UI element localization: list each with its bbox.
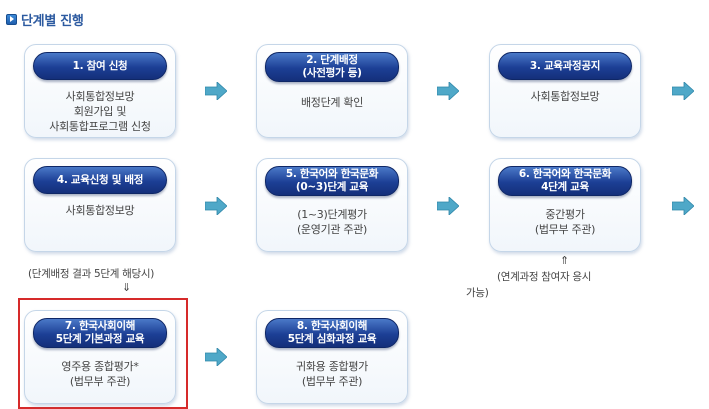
step-title-3: 3. 교육과정공지 [498, 52, 632, 80]
step-desc-line: (법무부 주관) [69, 375, 131, 388]
step-desc-line: 사회통합정보망 [530, 90, 600, 103]
step-title-line: (사전평가 등) [302, 67, 362, 79]
step-title-8: 8. 한국사회이해 5단계 심화과정 교육 [265, 318, 399, 348]
arrow-right-icon [672, 82, 694, 100]
step-desc-line: 영주용 종합평가* [61, 360, 139, 373]
step-desc-3: 사회통합정보망 [494, 89, 636, 104]
arrow-right-icon [437, 197, 459, 215]
step-title-line: (0~3)단계 교육 [295, 181, 369, 193]
step-card-2: 2. 단계배정 (사전평가 등) 배정단계 확인 [256, 44, 408, 138]
highlight-box [18, 298, 188, 409]
step-desc-line: (운영기관 주관) [296, 223, 368, 236]
arrow-right-icon [205, 82, 227, 100]
step-card-1: 1. 참여 신청 사회통합정보망 회원가입 및 사회통합프로그램 신청 [24, 44, 176, 138]
step-desc-4: 사회통합정보망 [29, 203, 171, 218]
section-title: 단계별 진행 [21, 13, 84, 29]
step-title-line: 4. 교육신청 및 배정 [56, 173, 144, 186]
right-note-line1: (연계과정 참여자 응시 [497, 271, 592, 283]
step-desc-line: 사회통합정보망 [65, 204, 135, 217]
step-card-5: 5. 한국어와 한국문화 (0~3)단계 교육 (1~3)단계평가 (운영기관 … [256, 158, 408, 252]
step-desc-line: (법무부 주관) [301, 375, 363, 388]
step-desc-8: 귀화용 종합평가 (법무부 주관) [261, 359, 403, 389]
arrow-right-icon [205, 348, 227, 366]
step-desc-6: 중간평가 (법무부 주관) [494, 207, 636, 237]
step-title-line: 6. 한국어와 한국문화 [518, 168, 612, 180]
step-card-7: 7. 한국사회이해 5단계 기본과정 교육 영주용 종합평가* (법무부 주관) [24, 310, 176, 404]
left-note: (단계배정 결과 5단계 해당시) [28, 268, 155, 280]
step-desc-line: 귀화용 종합평가 [296, 360, 368, 373]
step-desc-line: (1~3)단계평가 [297, 208, 367, 221]
step-title-line: 5. 한국어와 한국문화 [285, 168, 379, 180]
step-title-line: 3. 교육과정공지 [529, 59, 601, 72]
step-title-6: 6. 한국어와 한국문화 4단계 교육 [498, 166, 632, 196]
down-arrow-icon: ⇓ [122, 281, 131, 294]
step-desc-line: 중간평가 [545, 208, 585, 221]
arrow-right-icon [672, 197, 694, 215]
step-title-line: 7. 한국사회이해 [64, 320, 136, 332]
step-desc-line: 배정단계 확인 [300, 96, 364, 109]
step-desc-2: 배정단계 확인 [261, 95, 403, 110]
step-title-line: 5단계 심화과정 교육 [287, 333, 377, 345]
arrow-right-icon [205, 197, 227, 215]
step-title-line: 1. 참여 신청 [72, 59, 128, 72]
step-desc-5: (1~3)단계평가 (운영기관 주관) [261, 207, 403, 237]
step-desc-line: 사회통합정보망 [65, 90, 135, 103]
step-desc-line: 사회통합프로그램 신청 [49, 120, 151, 133]
arrow-right-icon [437, 82, 459, 100]
step-title-line: 5단계 기본과정 교육 [55, 333, 145, 345]
step-title-1: 1. 참여 신청 [33, 52, 167, 80]
step-title-line: 2. 단계배정 [306, 54, 358, 66]
up-arrow-icon: ⇑ [560, 254, 569, 267]
step-desc-line: (법무부 주관) [534, 223, 596, 236]
step-title-7: 7. 한국사회이해 5단계 기본과정 교육 [33, 318, 167, 348]
step-desc-7: 영주용 종합평가* (법무부 주관) [29, 359, 171, 389]
step-title-2: 2. 단계배정 (사전평가 등) [265, 52, 399, 82]
step-desc-1: 사회통합정보망 회원가입 및 사회통합프로그램 신청 [29, 89, 171, 134]
step-title-line: 8. 한국사회이해 [296, 320, 368, 332]
step-desc-line: 회원가입 및 [73, 105, 127, 118]
step-title-4: 4. 교육신청 및 배정 [33, 166, 167, 194]
step-card-3: 3. 교육과정공지 사회통합정보망 [489, 44, 641, 138]
step-card-8: 8. 한국사회이해 5단계 심화과정 교육 귀화용 종합평가 (법무부 주관) [256, 310, 408, 404]
step-card-6: 6. 한국어와 한국문화 4단계 교육 중간평가 (법무부 주관) [489, 158, 641, 252]
step-card-4: 4. 교육신청 및 배정 사회통합정보망 [24, 158, 176, 252]
right-note-line2: 가능) [466, 287, 489, 299]
step-title-5: 5. 한국어와 한국문화 (0~3)단계 교육 [265, 166, 399, 196]
blue-square-arrow-icon [6, 13, 17, 25]
step-title-line: 4단계 교육 [541, 181, 589, 193]
section-header: 단계별 진행 [6, 10, 84, 29]
